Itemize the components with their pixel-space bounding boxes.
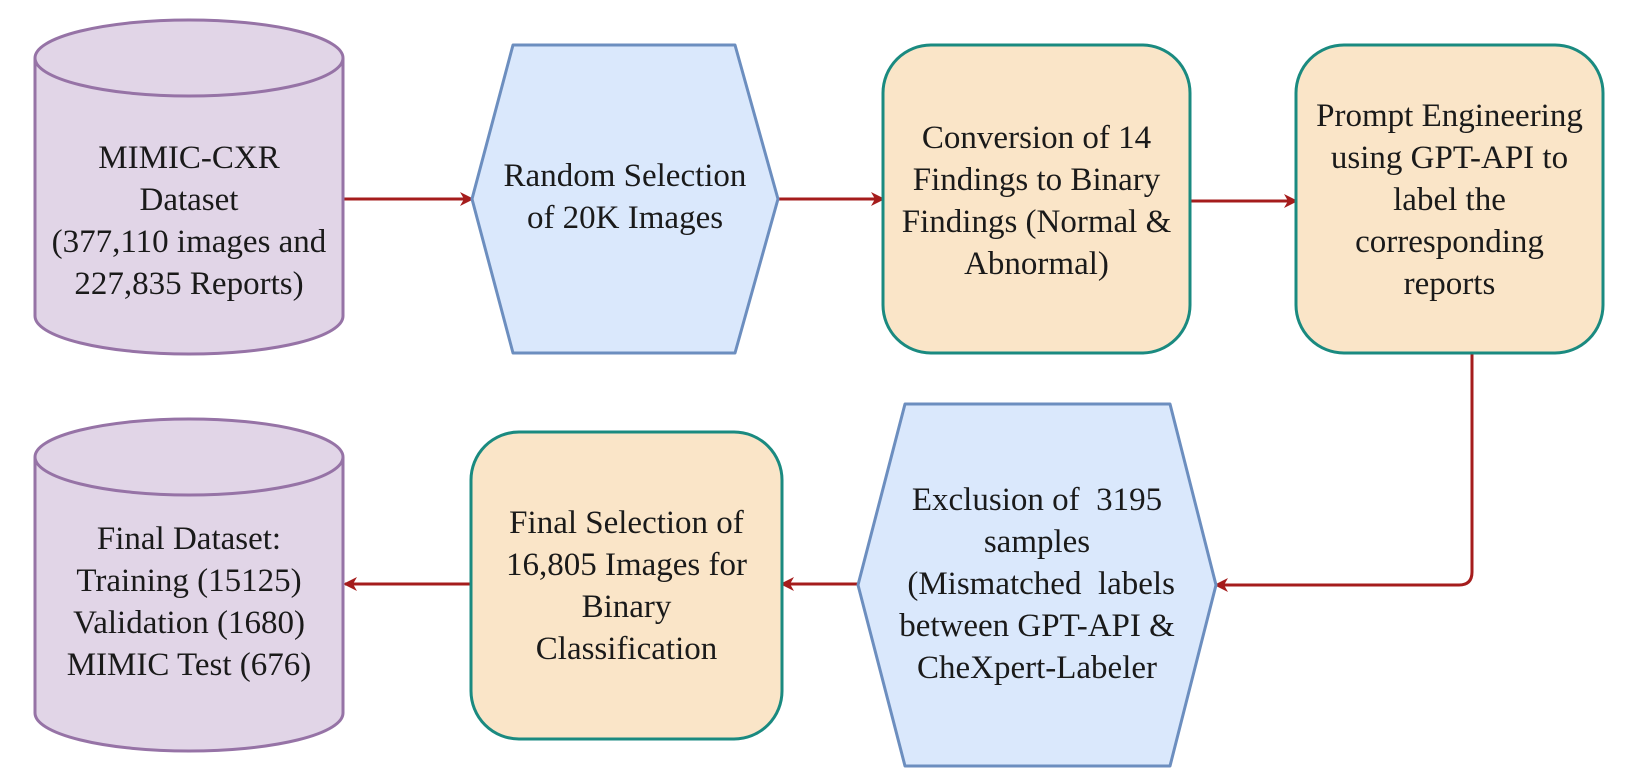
final-dataset-line-4: MIMIC Test (676) (66, 647, 312, 683)
final-selection-line-3: Binary (581, 589, 672, 625)
final-selection-line-4: Classification (535, 631, 718, 667)
conversion-line-3: Findings (Normal & (901, 204, 1172, 240)
final-selection-line-2: 16,805 Images for (505, 547, 748, 583)
prompt-engineering-line-5: reports (1403, 266, 1496, 302)
prompt-engineering-box (1294, 43, 1605, 355)
conversion-label: Conversion of 14 Findings to Binary Find… (883, 111, 1190, 291)
prompt-engineering-line-2: using GPT-API to (1330, 140, 1569, 176)
arrows (343, 192, 1474, 592)
exclusion-line-4: between GPT-API & (899, 608, 1175, 644)
random-selection-line-2: of 20K Images (526, 200, 724, 236)
mimic-dataset-line-2: Dataset (139, 182, 239, 218)
final-selection-label: Final Selection of 16,805 Images for Bin… (471, 496, 782, 676)
random-selection-label: Random Selection of 20K Images (472, 145, 778, 249)
final-selection-line-1: Final Selection of (509, 505, 744, 541)
prompt-engineering-label: Prompt Engineering using GPT-API to labe… (1296, 92, 1603, 308)
final-dataset-label: Final Dataset: Training (15125) Validati… (35, 512, 343, 692)
final-dataset-line-3: Validation (1680) (73, 605, 305, 641)
final-dataset-line-1: Final Dataset: (96, 521, 282, 557)
random-selection-line-1: Random Selection (503, 158, 747, 194)
conversion-box (881, 43, 1192, 355)
random-selection-hexagon (470, 43, 780, 355)
prompt-engineering-line-4: corresponding (1355, 224, 1544, 260)
conversion-line-4: Abnormal) (964, 246, 1109, 282)
exclusion-line-3: (Mismatched labels (899, 566, 1175, 602)
conversion-line-1: Conversion of 14 (921, 120, 1152, 156)
arrow-prompt-to-exclusion (1214, 354, 1474, 592)
mimic-dataset-line-1: MIMIC-CXR (98, 140, 280, 176)
final-dataset-cylinder (33, 417, 345, 753)
exclusion-label: Exclusion of 3195 samples (Mismatched la… (858, 476, 1216, 692)
mimic-dataset-line-4: 227,835 Reports) (74, 266, 304, 302)
exclusion-line-2: samples (983, 524, 1091, 560)
exclusion-line-1: Exclusion of 3195 (911, 482, 1163, 518)
prompt-engineering-line-3: label the (1393, 182, 1506, 218)
conversion-line-2: Findings to Binary (912, 162, 1161, 198)
mimic-dataset-cylinder (33, 18, 345, 356)
exclusion-hexagon (856, 402, 1218, 768)
final-dataset-line-2: Training (15125) (76, 563, 302, 599)
mimic-dataset-line-3: (377,110 images and (51, 224, 327, 260)
prompt-engineering-line-1: Prompt Engineering (1316, 98, 1583, 134)
final-selection-box (469, 430, 784, 741)
exclusion-line-5: CheXpert-Labeler (916, 650, 1158, 686)
mimic-dataset-label: MIMIC-CXR Dataset (377,110 images and 22… (35, 116, 343, 326)
